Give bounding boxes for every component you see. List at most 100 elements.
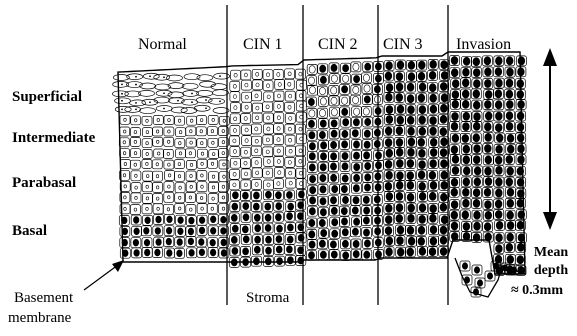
cell-nucleus [463, 57, 470, 65]
cell-nucleus [212, 175, 215, 178]
cell-nucleus [277, 73, 280, 77]
epithelial-cell [263, 135, 273, 145]
cell-nucleus [385, 204, 392, 212]
cell-nucleus [276, 203, 282, 210]
cell-nucleus [320, 198, 326, 205]
cell-nucleus [231, 214, 237, 221]
cell-nucleus [363, 74, 369, 81]
squamous-cell [166, 75, 182, 81]
cell-nucleus [397, 248, 404, 256]
cell-nucleus [441, 160, 448, 168]
cell-nucleus [452, 91, 459, 99]
cell-nucleus [135, 186, 138, 189]
cell-nucleus [502, 264, 508, 271]
epithelial-cell [231, 70, 241, 80]
cell-nucleus [353, 185, 359, 192]
cell-nucleus [364, 152, 370, 159]
cell-nucleus [407, 159, 414, 167]
cell-nucleus [321, 142, 327, 149]
cell-nucleus [485, 177, 492, 185]
cell-nucleus [430, 117, 437, 125]
cell-nucleus [354, 108, 360, 115]
cell-nucleus [168, 196, 171, 199]
cell-nucleus [430, 105, 437, 113]
cell-nucleus [320, 164, 326, 171]
cell-nucleus [396, 93, 403, 101]
cell-nucleus [495, 90, 502, 98]
cell-nucleus [385, 227, 392, 235]
cell-nucleus [430, 138, 437, 146]
epithelial-cell [164, 127, 174, 136]
cell-nucleus [331, 87, 337, 94]
cell-nucleus [353, 250, 359, 257]
cell-nucleus [408, 148, 415, 156]
cell-nucleus [507, 68, 514, 76]
cell-nucleus [408, 204, 415, 212]
epithelial-cell [274, 102, 284, 112]
epithelial-cell [252, 103, 262, 113]
cell-nucleus [232, 247, 238, 254]
cell-nucleus [419, 192, 426, 200]
epithelial-cell [130, 137, 140, 146]
epithelial-cell [251, 124, 261, 134]
cell-nucleus [429, 84, 436, 92]
cell-nucleus [332, 185, 338, 192]
cell-layer [112, 52, 526, 297]
cell-nucleus [407, 95, 414, 103]
cell-nucleus [277, 258, 283, 265]
epithelial-cell [196, 127, 206, 136]
cell-nucleus [430, 160, 437, 168]
cell-nucleus [496, 234, 503, 242]
cell-nucleus [210, 216, 216, 223]
cell-nucleus [255, 236, 261, 243]
epithelial-cell [274, 113, 284, 123]
cell-nucleus [309, 132, 315, 139]
epithelial-cell [230, 169, 240, 179]
cell-nucleus [222, 185, 225, 188]
epithelial-cell [286, 178, 296, 188]
cell-nucleus [397, 116, 404, 124]
epithelial-cell [208, 138, 218, 147]
epithelial-cell [174, 160, 184, 169]
epithelial-cell [120, 115, 130, 124]
cell-nucleus [485, 112, 492, 120]
cell-nucleus [320, 153, 326, 160]
cell-nucleus [462, 262, 468, 269]
cell-nucleus [506, 122, 513, 130]
cell-nucleus [331, 251, 337, 258]
cell-nucleus [408, 237, 415, 245]
epithelial-cell [241, 70, 251, 80]
cell-nucleus [485, 233, 492, 241]
cell-nucleus [441, 181, 448, 189]
cell-nucleus [320, 65, 326, 72]
cell-nucleus [408, 73, 415, 81]
cell-nucleus [190, 208, 193, 211]
cell-nucleus [265, 258, 271, 265]
cell-nucleus [518, 266, 525, 274]
cell-nucleus [121, 83, 123, 85]
cell-nucleus [211, 162, 214, 165]
cell-nucleus [440, 236, 447, 244]
cell-nucleus [243, 214, 249, 221]
epithelial-cell [185, 149, 195, 158]
cell-nucleus [200, 196, 203, 199]
cell-nucleus [473, 189, 480, 197]
epithelial-cell [264, 180, 274, 190]
cell-nucleus [396, 127, 403, 135]
layer-intermediate-label: Intermediate [12, 131, 95, 146]
cell-nucleus [386, 84, 393, 92]
cell-nucleus [189, 217, 195, 224]
cell-nucleus [178, 207, 181, 210]
cell-nucleus [189, 196, 192, 199]
cell-nucleus [473, 58, 480, 66]
cell-nucleus [407, 116, 414, 124]
cell-nucleus [441, 71, 448, 79]
epithelial-cell [163, 149, 173, 158]
squamous-cell [182, 83, 198, 89]
cell-nucleus [200, 119, 203, 122]
cell-nucleus [178, 119, 181, 122]
cell-nucleus [495, 200, 502, 208]
stage-cin1-label: CIN 1 [243, 37, 283, 53]
cell-nucleus [267, 127, 270, 131]
cell-nucleus [200, 130, 203, 133]
